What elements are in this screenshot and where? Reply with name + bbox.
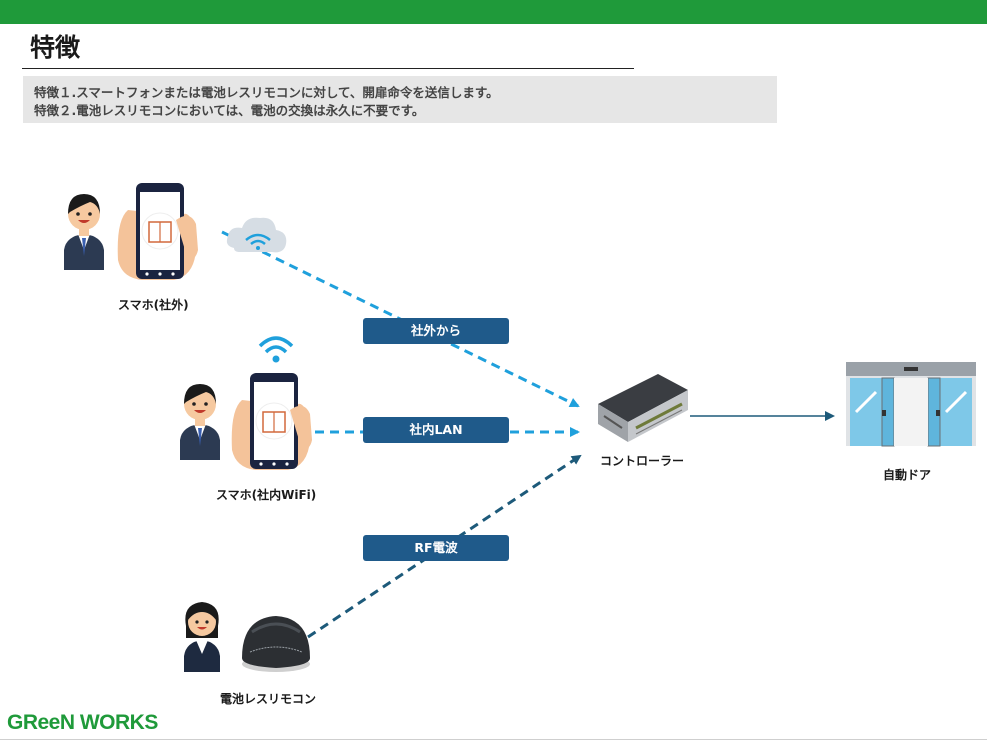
top-green-bar <box>0 0 987 24</box>
person-icon <box>184 602 220 672</box>
label-controller: コントローラー <box>600 454 685 468</box>
label-smartphone-outside: スマホ(社外) <box>118 298 189 312</box>
svg-text:GReeN WORKS: GReeN WORKS <box>7 711 158 734</box>
smartphone-icon <box>117 183 198 280</box>
person-icon <box>64 194 104 270</box>
arrow-rf <box>307 454 582 639</box>
title-underline <box>22 68 634 69</box>
label-smartphone-wifi: スマホ(社内WiFi) <box>216 488 317 502</box>
tag-rf: RF電波 <box>363 535 509 561</box>
person-icon <box>180 384 220 460</box>
features-box: 特徴１.スマートフォンまたは電池レスリモコンに対して、開扉命令を送信します。 特… <box>23 76 777 123</box>
feature-1: 特徴１.スマートフォンまたは電池レスリモコンに対して、開扉命令を送信します。 <box>34 85 499 100</box>
greenworks-logo: GReeN WORKS <box>7 711 159 734</box>
smartphone-icon <box>231 373 312 470</box>
automatic-door-icon <box>846 362 976 447</box>
footer-rule <box>0 739 987 740</box>
controller-icon <box>598 374 688 442</box>
tag-outside: 社外から <box>363 318 509 344</box>
cloud-wifi-icon <box>226 217 287 253</box>
remote-icon <box>242 616 310 672</box>
label-door: 自動ドア <box>883 468 932 482</box>
wifi-icon <box>258 336 294 363</box>
feature-2: 特徴２.電池レスリモコンにおいては、電池の交換は永久に不要です。 <box>34 103 425 118</box>
tag-lan: 社内LAN <box>363 417 509 443</box>
label-remote: 電池レスリモコン <box>220 692 317 706</box>
page-title: 特徴 <box>30 33 81 62</box>
